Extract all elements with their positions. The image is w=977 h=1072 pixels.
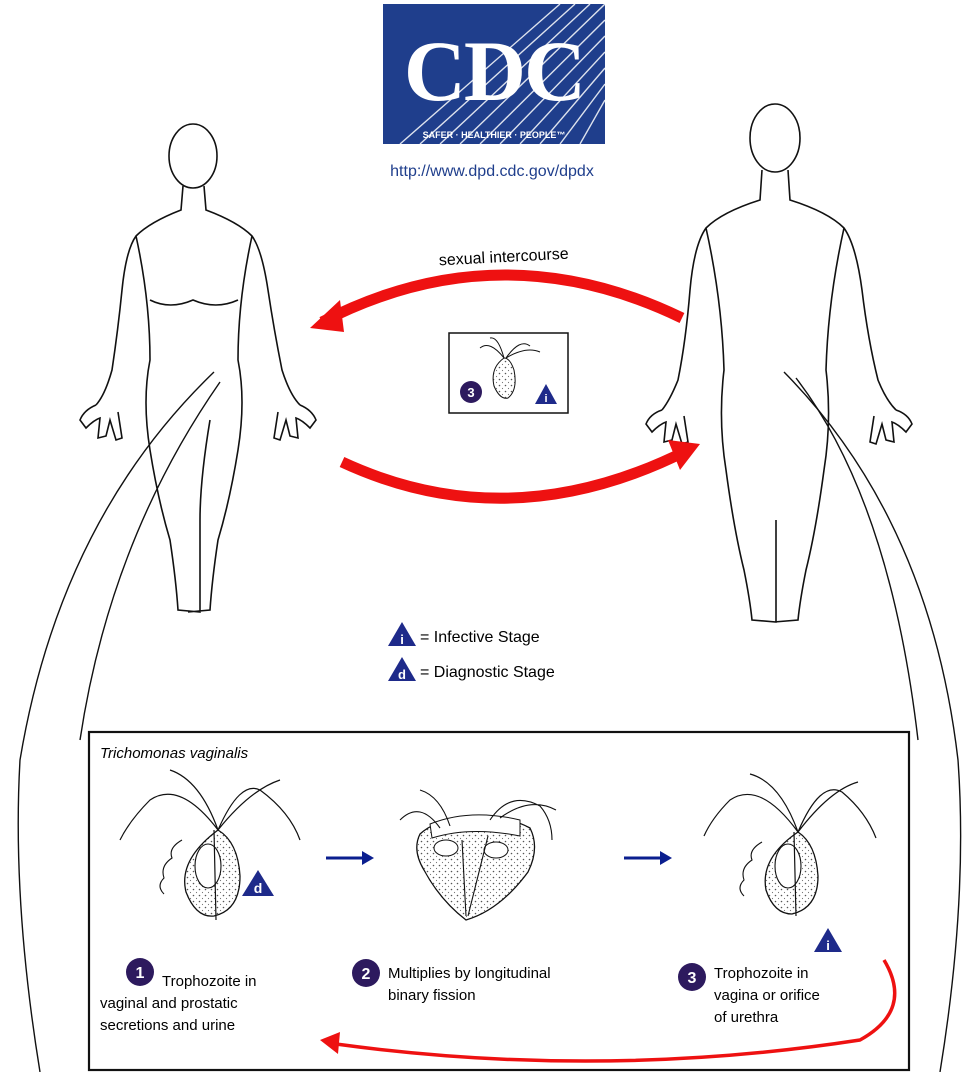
legend-infective-text: = Infective Stage [420,629,540,646]
organism-name: Trichomonas vaginalis [100,745,249,762]
step-1-line-3: secretions and urine [100,1017,235,1034]
step-3-number: 3 [688,970,697,987]
legend-infective-badge: i [400,632,404,647]
step-1-number: 1 [136,965,145,982]
lifecycle-panel: Trichomonas vaginalis d [89,732,909,1070]
infective-badge-letter: i [544,393,547,405]
cdc-logo-text: CDC [404,23,584,119]
step-2-number: 2 [362,966,371,983]
transmission-label: sexual intercourse [438,246,569,270]
diagnostic-badge-letter: d [254,880,263,896]
step-3-line-1: Trophozoite in [714,965,809,982]
infective-stage-badge-letter: i [826,938,830,953]
male-body-outline [646,104,912,622]
stage-number: 3 [467,385,474,400]
legend-diagnostic-badge: d [398,667,406,682]
legend-diagnostic-text: = Diagnostic Stage [420,664,555,681]
step-2-line-1: Multiplies by longitudinal [388,965,551,982]
infective-stage-box: 3 i [449,333,568,413]
cdc-logo: CDC SAFER · HEALTHIER · PEOPLE™ [383,4,605,144]
arrowhead-to-female [310,300,344,332]
transmission-arrow-to-male [342,450,688,498]
cdc-tagline: SAFER · HEALTHIER · PEOPLE™ [423,130,566,140]
step-3-line-2: vagina or orifice [714,987,820,1004]
step-1-line-1: Trophozoite in [162,973,257,990]
female-body-outline [80,124,316,612]
step-1-line-2: vaginal and prostatic [100,995,238,1012]
cdc-url-link[interactable]: http://www.dpd.cdc.gov/dpdx [390,163,594,180]
step-2-line-2: binary fission [388,987,476,1004]
step-3-line-3: of urethra [714,1009,779,1026]
legend: i = Infective Stage d = Diagnostic Stage [388,622,555,682]
transmission-arrow-to-female [322,275,682,322]
